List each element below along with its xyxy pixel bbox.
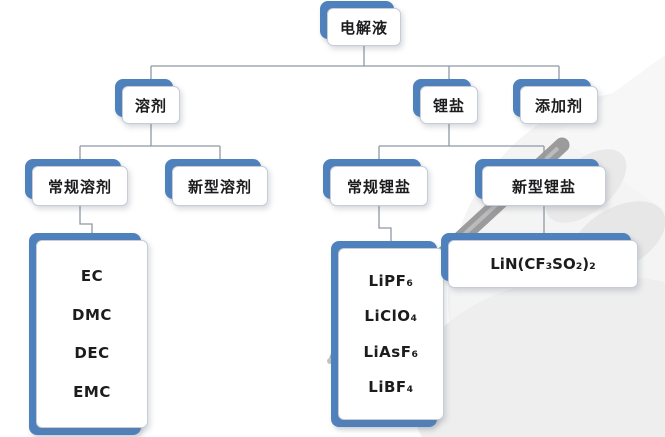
node-solvent: 溶剂: [115, 79, 180, 124]
node-new-lithium-salt-label: 新型锂盐: [511, 177, 576, 196]
node-conventional-lithium-salt-box: 常规锂盐: [330, 166, 428, 206]
connector-root-children: [150, 46, 560, 86]
list-item-lipf6: LiPF₆: [368, 272, 414, 291]
list-conventional-solvents-box: EC DMC DEC EMC: [36, 240, 148, 428]
list-item-dmc: DMC: [72, 305, 112, 324]
node-conventional-lithium-salt: 常规锂盐: [323, 159, 428, 206]
node-lithium-salt-box: 锂盐: [420, 86, 478, 124]
node-additive: 添加剂: [513, 79, 598, 124]
list-conventional-lithium-salts: LiPF₆ LiClO₄ LiAsF₆ LiBF₄: [331, 241, 444, 427]
connector-conventional-solvent-list: [79, 206, 93, 240]
box-new-lithium-salt-item: LiN(CF₃SO₂)₂: [441, 233, 638, 288]
node-new-solvent-box: 新型溶剂: [172, 166, 268, 206]
list-item-dec: DEC: [74, 344, 110, 363]
box-new-lithium-salt-item-box: LiN(CF₃SO₂)₂: [448, 240, 638, 288]
node-conventional-solvent: 常规溶剂: [25, 159, 128, 206]
node-electrolyte-box: 电解液: [327, 8, 401, 46]
connector-salt-children: [378, 124, 545, 166]
connector-conventional-salt-list: [378, 206, 392, 248]
list-conventional-lithium-salts-box: LiPF₆ LiClO₄ LiAsF₆ LiBF₄: [338, 248, 444, 420]
node-lithium-salt: 锂盐: [413, 79, 478, 124]
list-item-emc: EMC: [73, 382, 111, 401]
connector-solvent-children: [79, 124, 221, 166]
list-item-liasf6: LiAsF₆: [363, 342, 419, 361]
node-electrolyte: 电解液: [320, 1, 401, 46]
node-new-lithium-salt-box: 新型锂盐: [482, 166, 606, 206]
node-new-solvent-label: 新型溶剂: [187, 177, 252, 196]
list-conventional-solvents: EC DMC DEC EMC: [29, 233, 148, 435]
node-electrolyte-label: 电解液: [339, 18, 388, 37]
list-item-lin-cf3so2-2: LiN(CF₃SO₂)₂: [490, 255, 596, 273]
list-item-libf4: LiBF₄: [368, 377, 414, 396]
node-conventional-solvent-label: 常规溶剂: [47, 177, 112, 196]
node-solvent-label: 溶剂: [134, 96, 167, 115]
node-lithium-salt-label: 锂盐: [432, 96, 465, 115]
list-item-liclo4: LiClO₄: [364, 307, 418, 326]
node-additive-box: 添加剂: [520, 86, 598, 124]
node-solvent-box: 溶剂: [122, 86, 180, 124]
node-additive-label: 添加剂: [534, 96, 583, 115]
node-conventional-solvent-box: 常规溶剂: [32, 166, 128, 206]
list-item-ec: EC: [80, 267, 104, 286]
node-new-solvent: 新型溶剂: [165, 159, 268, 206]
node-conventional-lithium-salt-label: 常规锂盐: [346, 177, 411, 196]
node-new-lithium-salt: 新型锂盐: [475, 159, 606, 206]
